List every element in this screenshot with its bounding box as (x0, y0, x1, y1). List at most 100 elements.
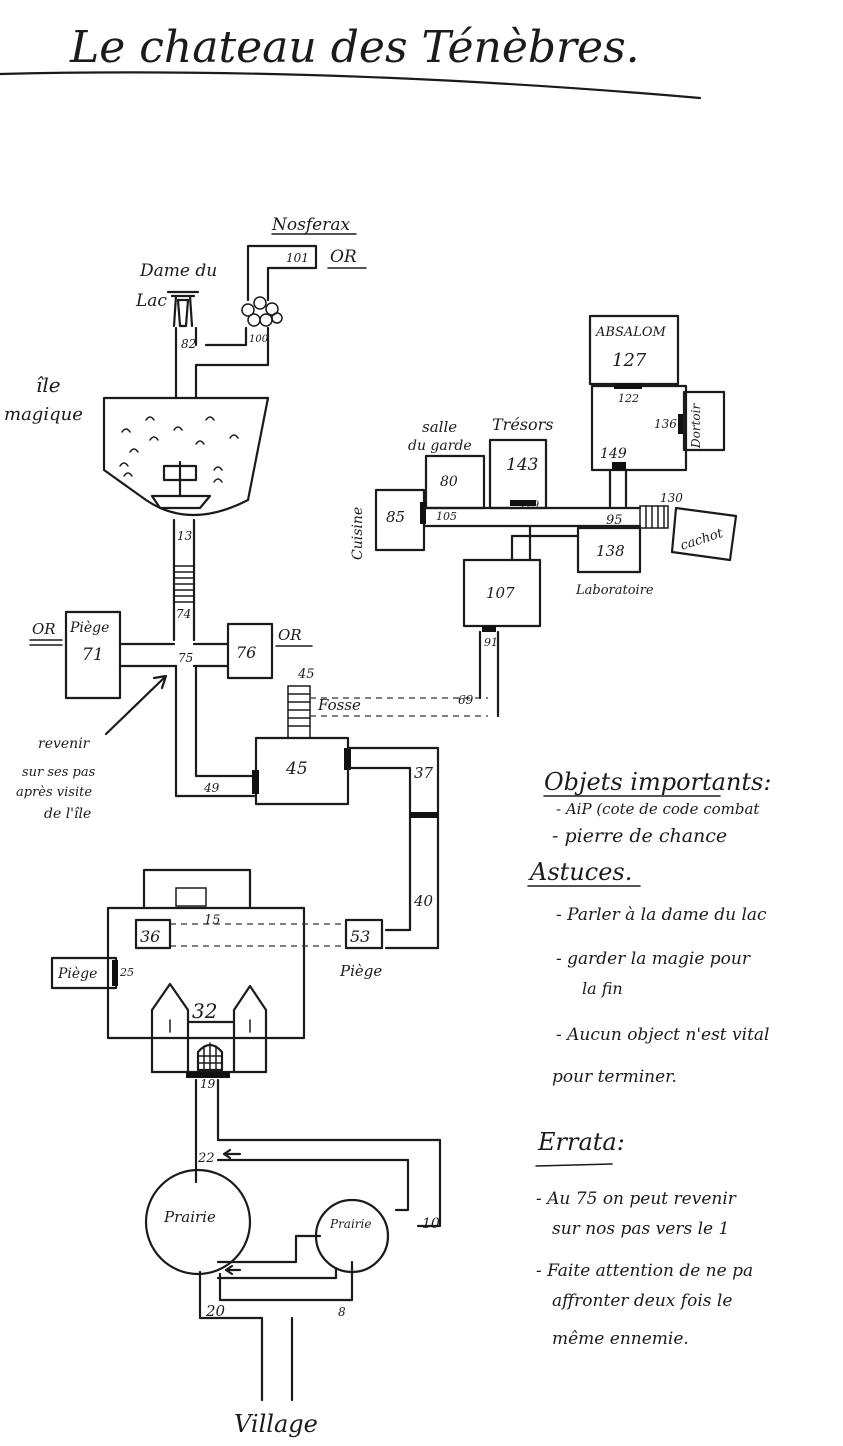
room-20: 20 (205, 1302, 226, 1320)
arrow-revenir (104, 674, 168, 736)
shrine-icon (166, 290, 200, 328)
errata-item-2b: affronter deux fois le (552, 1291, 732, 1311)
corridor-20 (198, 1260, 354, 1402)
label-cachot: cachot (679, 526, 726, 554)
errata-item-2c: même ennemie. (552, 1329, 689, 1349)
room-49: 49 (203, 781, 220, 795)
door-45-east (344, 748, 351, 770)
room-box-107 (462, 558, 542, 628)
ladder-1 (173, 565, 195, 603)
label-prairie-1: Prairie (163, 1208, 216, 1226)
room-138: 138 (596, 542, 625, 560)
arrow-22 (222, 1148, 242, 1160)
room-80: 80 (440, 474, 458, 490)
castle-keep (150, 982, 268, 1074)
label-lac: Lac (135, 291, 167, 311)
room-85: 85 (386, 508, 405, 526)
castle-courtyard (106, 906, 306, 1040)
ladder-2 (287, 685, 311, 739)
note-revenir-1: revenir (38, 736, 91, 752)
ladder-130 (639, 505, 669, 529)
corridor-75 (118, 642, 230, 668)
label-absalom: ABSALOM (595, 325, 667, 340)
door-91 (482, 626, 496, 632)
arrow-prairies (224, 1264, 242, 1276)
room-91: 91 (484, 636, 498, 649)
castle-top-block (175, 887, 207, 907)
room-15: 15 (204, 913, 221, 928)
door-129 (510, 500, 536, 506)
errata-item-1: - Au 75 on peut revenir (536, 1189, 737, 1209)
room-101: 101 (286, 251, 309, 265)
corridor-107 (510, 524, 580, 562)
room-box-dortoir (682, 390, 726, 452)
room-100: 100 (249, 334, 269, 345)
label-or-3: OR (278, 626, 302, 644)
room-37: 37 (414, 764, 434, 782)
room-69: 69 (458, 693, 474, 707)
errata-item-1b: sur nos pas vers le 1 (552, 1219, 729, 1239)
room-box-cachot (670, 506, 738, 562)
corridor-prairies (216, 1234, 338, 1280)
errata-underline (535, 1163, 613, 1167)
door-149 (612, 462, 626, 470)
corridor-main-east (422, 506, 642, 528)
room-10: 10 (422, 1216, 440, 1232)
room-122: 122 (618, 392, 639, 405)
room-76: 76 (236, 643, 256, 662)
room-32: 32 (192, 999, 217, 1023)
corridor-22-inner (216, 1158, 410, 1212)
label-dortoir: Dortoir (689, 403, 703, 449)
title-underline (0, 71, 702, 100)
label-village: Village (234, 1410, 318, 1438)
wave-marks (119, 416, 239, 483)
room-box-76 (226, 622, 274, 680)
room-71: 71 (82, 645, 104, 665)
errata-item-2: - Faite attention de ne pa (536, 1261, 753, 1281)
corridor-100 (204, 326, 248, 347)
room-136: 136 (654, 417, 677, 431)
map-title: Le chateau des Ténèbres. (69, 22, 640, 73)
objets-item-1: - AiP (cote de code combat (556, 800, 760, 818)
portcullis-icon (196, 1042, 224, 1072)
room-105: 105 (436, 510, 457, 523)
corridor-101 (246, 244, 318, 302)
room-13: 13 (177, 529, 193, 543)
label-ile: île (36, 373, 61, 397)
corridor-91-69 (478, 630, 500, 718)
label-piege-2: Piège (339, 962, 382, 980)
treasure-pile-icon (241, 296, 283, 327)
corridor-49 (174, 664, 256, 798)
astuces-item-3: - Aucun object n'est vital (556, 1025, 770, 1045)
room-45: 45 (285, 759, 308, 779)
room-82: 82 (181, 337, 196, 351)
astuces-title: Astuces. (528, 858, 632, 886)
label-fosse: Fosse (317, 696, 361, 714)
label-magique: magique (4, 404, 83, 425)
label-salle-2: du garde (408, 438, 472, 454)
room-107: 107 (486, 584, 515, 602)
label-laboratoire: Laboratoire (575, 583, 654, 598)
door-136 (678, 414, 684, 434)
room-40: 40 (413, 892, 434, 910)
objets-item-2: - pierre de chance (552, 825, 727, 847)
objets-title: Objets importants: (544, 768, 771, 796)
astuces-item-1: - Parler à la dame du lac (556, 905, 767, 925)
room-95: 95 (606, 513, 623, 528)
corridor-37-40 (346, 746, 440, 950)
room-127: 127 (612, 350, 647, 371)
door-105 (420, 502, 426, 524)
door-45-west (252, 770, 259, 794)
room-22: 22 (197, 1151, 215, 1166)
door-25 (112, 960, 118, 986)
ile-magique-lake (102, 396, 270, 516)
label-tresors: Trésors (492, 415, 554, 434)
room-19: 19 (200, 1077, 216, 1091)
room-149: 149 (600, 446, 627, 462)
note-revenir-3: après visite (16, 785, 92, 800)
label-piege-1: Piège (69, 620, 109, 636)
note-revenir-2: sur ses pas (22, 765, 96, 780)
corridor-19-22 (194, 1078, 442, 1228)
